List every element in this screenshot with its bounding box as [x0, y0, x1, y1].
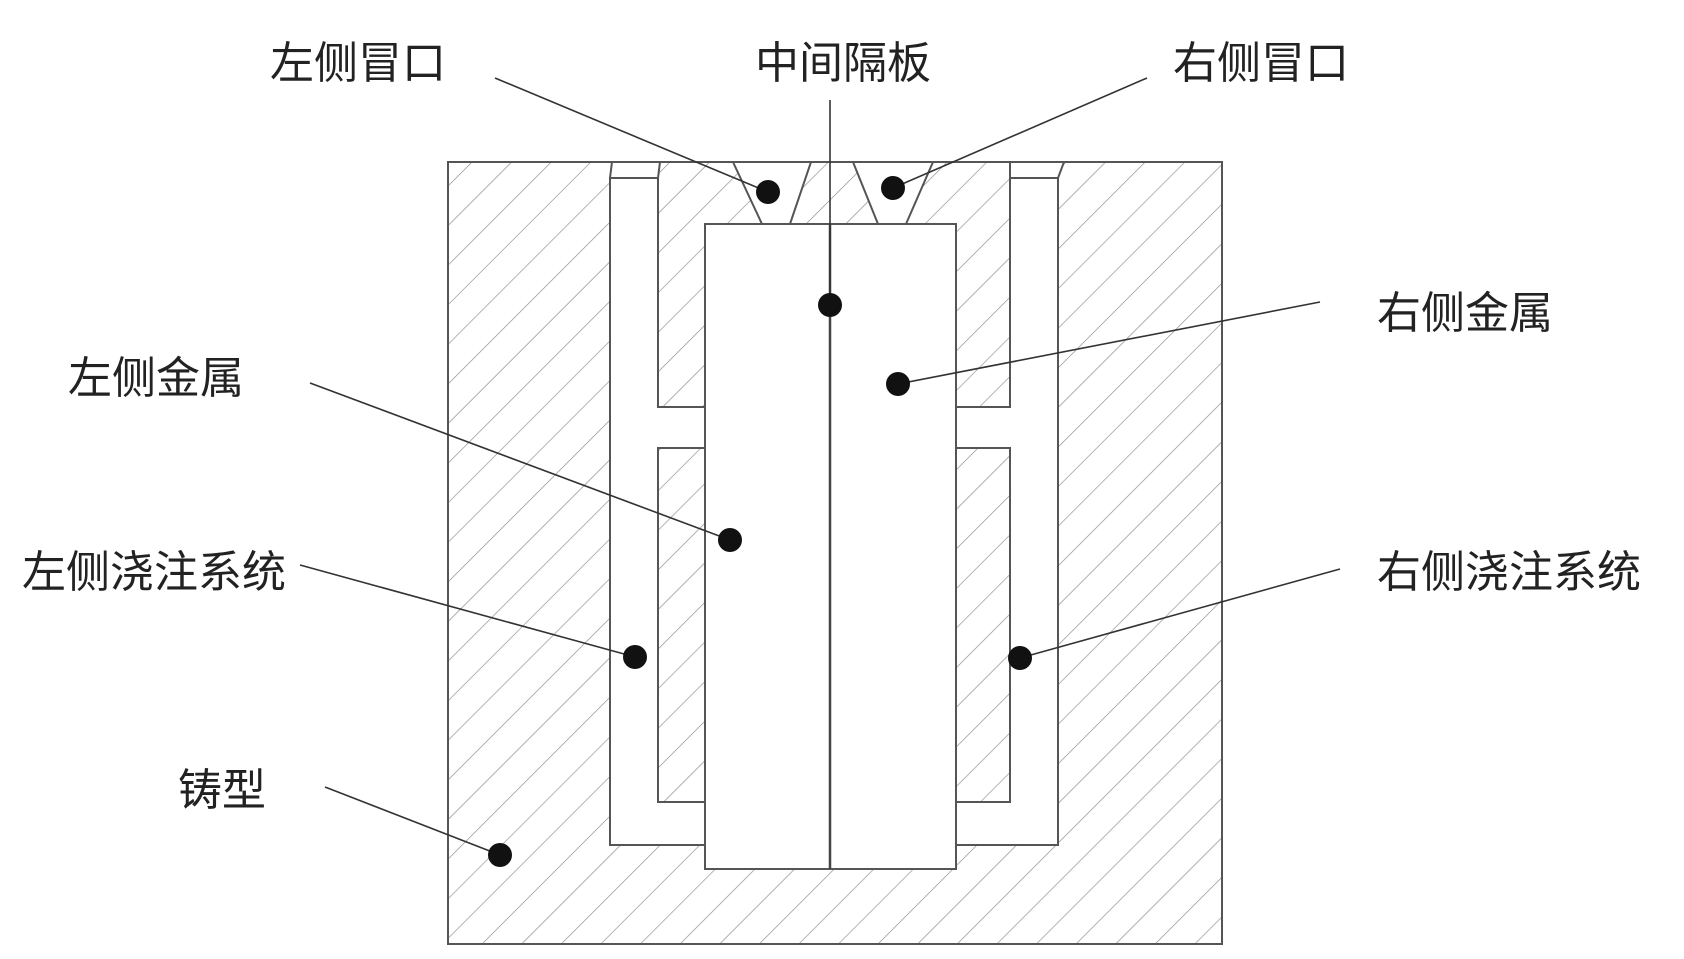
left-gate-funnel — [608, 161, 662, 179]
leader-right-riser — [892, 77, 1148, 189]
label-mold: 铸型 — [178, 765, 266, 816]
right-gating-channel — [954, 177, 1059, 846]
label-right-metal: 右侧金属 — [1377, 288, 1553, 339]
leader-left-riser — [494, 77, 769, 193]
dot-middle-partition — [818, 293, 842, 317]
dot-right-metal — [886, 372, 910, 396]
marker-dots — [488, 176, 1032, 867]
leader-mold — [324, 786, 501, 856]
leader-right-metal — [897, 301, 1321, 385]
dot-left-riser — [756, 180, 780, 204]
label-right-gating: 右侧浇注系统 — [1377, 547, 1641, 598]
label-left-gating: 左侧浇注系统 — [22, 547, 286, 598]
label-left-riser: 左侧冒口 — [270, 38, 446, 89]
leader-left-gating — [299, 564, 636, 658]
label-middle-partition: 中间隔板 — [755, 38, 931, 89]
left-gating-channel — [609, 177, 706, 846]
label-left-metal: 左侧金属 — [68, 353, 244, 404]
leader-left-metal — [309, 382, 731, 541]
leader-lines — [299, 77, 1341, 856]
labels: 左侧冒口 中间隔板 右侧冒口 右侧金属 左侧金属 左侧浇注系统 右侧浇注系统 铸… — [22, 38, 1641, 816]
dot-mold — [488, 843, 512, 867]
dot-right-riser — [881, 176, 905, 200]
dot-right-gating — [1008, 646, 1032, 670]
dot-left-gating — [623, 645, 647, 669]
right-gate-funnel — [1009, 161, 1066, 179]
dot-left-metal — [718, 528, 742, 552]
label-right-riser: 右侧冒口 — [1173, 38, 1349, 89]
leader-right-gating — [1019, 568, 1341, 659]
